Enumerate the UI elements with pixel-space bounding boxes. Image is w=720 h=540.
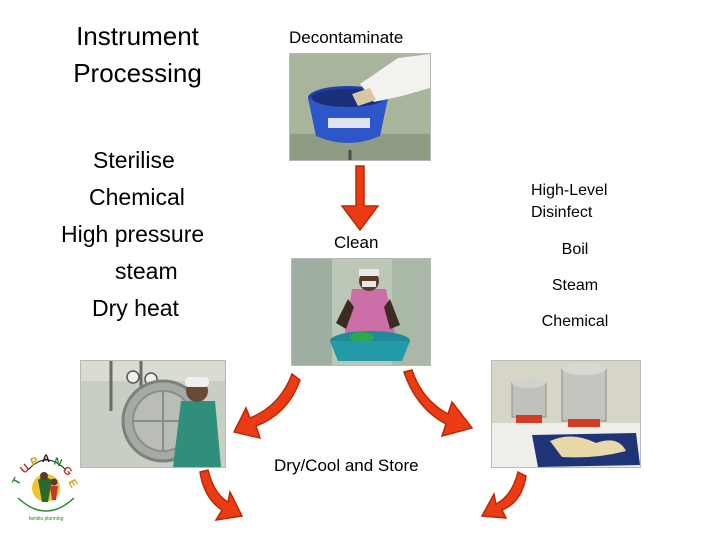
arrow-hld-to-store [480,470,527,519]
hld-photo [491,360,641,468]
arrow-clean-to-sterilise [232,372,301,440]
curved-arrow-icon [480,470,527,519]
curved-arrow-icon [403,369,474,438]
hld-methods: Boil Steam Chemical [520,232,630,340]
svg-text:N: N [52,456,64,470]
svg-text:P: P [29,455,40,469]
hld-method-steam: Steam [551,277,599,294]
svg-text:E: E [65,478,79,490]
sterilise-method-high-pressure: High pressure [61,221,205,247]
sterilise-photo [80,360,226,468]
curved-arrow-icon [232,372,301,440]
tupange-logo: T U P A N G E familia planning [8,440,84,530]
page-title-line: Processing [73,58,202,88]
arrow-clean-to-hld [403,369,474,438]
decontaminate-photo [289,53,431,161]
hld-method-chemical: Chemical [541,313,609,330]
svg-text:A: A [42,453,50,465]
arrow-sterilise-to-store [199,469,244,521]
clean-label: Clean [334,233,379,252]
svg-text:familia planning: familia planning [29,516,64,522]
arrow-decontaminate-to-clean [340,165,380,232]
svg-text:T: T [10,475,24,487]
sterilise-method-dry-heat: Dry heat [92,295,179,321]
hld-heading-line2: Disinfect [531,204,593,221]
sterilise-methods: Sterilise Chemical High pressure steam D… [55,142,230,327]
sterilise-heading: Sterilise [93,147,175,173]
clean-photo [291,258,431,366]
arrow-down-icon [340,165,380,232]
hld-method-boil: Boil [561,241,589,258]
hld-heading-line1: High-Level [531,182,608,199]
sterilise-method-steam: steam [115,258,178,284]
store-label: Dry/Cool and Store [274,456,419,475]
hld-heading: High-Level Disinfect [531,180,607,224]
curved-arrow-icon [199,469,244,521]
page-title-line: Instrument [76,21,199,51]
sterilise-method-chemical: Chemical [89,184,185,210]
svg-text:U: U [18,462,32,476]
decontaminate-label: Decontaminate [289,28,404,47]
